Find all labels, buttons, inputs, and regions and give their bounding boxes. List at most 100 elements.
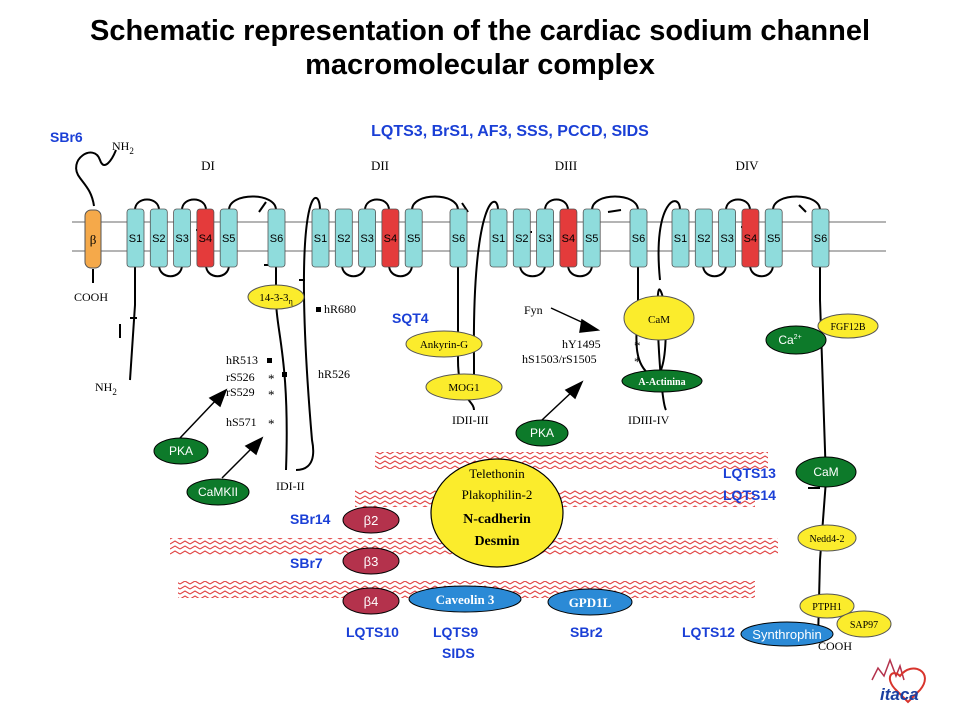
segment-label-d1-s5: S5 [222, 233, 235, 245]
protein-syntrophin [740, 621, 834, 647]
segment-label-d1-s6: S6 [270, 233, 283, 245]
segment-label-d3-s3: S3 [538, 233, 551, 245]
segment-d1-s6 [267, 208, 286, 268]
loop-idii-iii: IDII-III [452, 413, 489, 427]
protein-cam-top [623, 295, 695, 341]
itaca-logo: itaca [871, 657, 926, 704]
segment-label-d3-s4: S4 [562, 233, 575, 245]
site-rS526: rS526 [226, 370, 255, 384]
beta-subunit [84, 209, 102, 269]
site-hS571: hS571 [226, 415, 257, 429]
page-title: Schematic representation of the cardiac … [0, 14, 960, 82]
protein-pka-1-label: PKA [169, 444, 193, 458]
protein-beta4 [342, 587, 400, 615]
segment-d4-s6 [811, 208, 830, 268]
segment-label-d2-s1: S1 [314, 233, 327, 245]
segment-d1-s1 [126, 208, 145, 268]
segment-label-d3-s2: S2 [515, 233, 528, 245]
segment-label-d4-s4: S4 [744, 233, 757, 245]
segment-d2-s6 [449, 208, 468, 268]
protein-sap97 [836, 610, 892, 638]
protein-fgf12b [817, 313, 879, 339]
segment-label-d3-s5: S5 [585, 233, 598, 245]
protein-junctional-complex [430, 458, 564, 568]
protein-nedd4-2 [797, 524, 857, 552]
site-hY1495: hY1495 [562, 337, 601, 351]
protein-cam-right [795, 456, 857, 488]
protein-beta2-label: β2 [364, 513, 379, 528]
protein-14-3-3-label: 14-3-3η [259, 292, 293, 306]
segment-label-d3-s1: S1 [492, 233, 505, 245]
protein-gpd1l [547, 588, 633, 616]
domain-label-1: DI [201, 158, 215, 173]
label-lqts14: LQTS14 [723, 487, 776, 503]
svg-text:*: * [268, 416, 275, 431]
segment-d3-s5 [582, 208, 601, 268]
segment-d1-s2 [149, 208, 168, 268]
hatch-band-1 [375, 452, 768, 469]
domain-label-4: DIV [735, 158, 759, 173]
label-fyn: Fyn [524, 303, 543, 317]
segment-d1-s3 [173, 208, 192, 268]
label-sbr7: SBr7 [290, 555, 323, 571]
regulation-arrows [179, 307, 601, 479]
site-hR513: hR513 [226, 353, 258, 367]
site-hR680: hR680 [324, 302, 356, 316]
segment-label-d2-s5: S5 [407, 233, 420, 245]
segment-d4-s2 [694, 208, 713, 268]
svg-text:*: * [268, 387, 275, 402]
title-line-1: Schematic representation of the cardiac … [90, 15, 870, 47]
segment-d1-s5 [219, 208, 238, 268]
protein-beta3-label: β3 [364, 554, 379, 569]
interacting-proteins: 14-3-3η Ankyrin-G MOG1 CaM A-Actinina FG… [153, 284, 892, 647]
segment-label-d1-s4: S4 [199, 233, 212, 245]
protein-ptph1 [799, 593, 855, 619]
alpha-nh2-label: NH2 [95, 380, 117, 397]
protein-sap97-label: SAP97 [850, 620, 878, 631]
label-sbr14: SBr14 [290, 511, 331, 527]
segment-d3-s4 [559, 208, 578, 268]
segment-label-d1-s2: S2 [152, 233, 165, 245]
protein-a-actinina-label: A-Actinina [638, 377, 685, 388]
site-rS529: rS529 [226, 385, 255, 399]
segment-label-d4-s6: S6 [814, 233, 827, 245]
segment-label-d4-s5: S5 [767, 233, 780, 245]
segment-d3-s2 [512, 208, 531, 268]
segment-d4-s5 [764, 208, 783, 268]
protein-fgf12b-label: FGF12B [830, 322, 865, 333]
segment-label-d4-s2: S2 [697, 233, 710, 245]
segment-d4-s1 [671, 208, 690, 268]
label-lqts9: LQTS9 [433, 624, 478, 640]
segment-label-d1-s1: S1 [129, 233, 142, 245]
logo-text: itaca [880, 685, 919, 704]
title-line-2: macromolecular complex [305, 49, 655, 81]
protein-camkii-label: CaMKII [198, 485, 238, 499]
label-sqt4: SQT4 [392, 310, 429, 326]
protein-n-cadherin: N-cadherin [463, 512, 531, 527]
protein-pka-2-label: PKA [530, 426, 554, 440]
protein-14-3-3 [247, 284, 305, 310]
label-diseases-top: LQTS3, BrS1, AF3, SSS, PCCD, SIDS [371, 123, 649, 140]
protein-ankyrin-g [405, 330, 483, 358]
segment-d3-s3 [536, 208, 554, 268]
segment-label-d2-s4: S4 [384, 233, 397, 245]
label-lqts13: LQTS13 [723, 465, 776, 481]
protein-beta2 [342, 506, 400, 534]
protein-ptph1-label: PTPH1 [812, 602, 841, 613]
segment-d4-s3 [718, 208, 736, 268]
protein-cam-top-label: CaM [648, 314, 670, 326]
protein-a-actinina [621, 369, 703, 393]
segment-label-d2-s6: S6 [452, 233, 465, 245]
protein-caveolin3 [408, 585, 522, 613]
protein-nedd4-2-label: Nedd4-2 [810, 534, 845, 545]
segment-d2-s4 [381, 208, 400, 268]
segment-d2-s2 [334, 208, 353, 268]
protein-pka-2 [515, 419, 569, 447]
protein-telethonin: Telethonin [469, 466, 525, 481]
segment-d2-s5 [404, 208, 423, 268]
label-lqts10: LQTS10 [346, 624, 399, 640]
segment-d1-s4 [196, 208, 215, 268]
svg-text:*: * [634, 338, 641, 353]
protein-beta4-label: β4 [364, 594, 379, 609]
